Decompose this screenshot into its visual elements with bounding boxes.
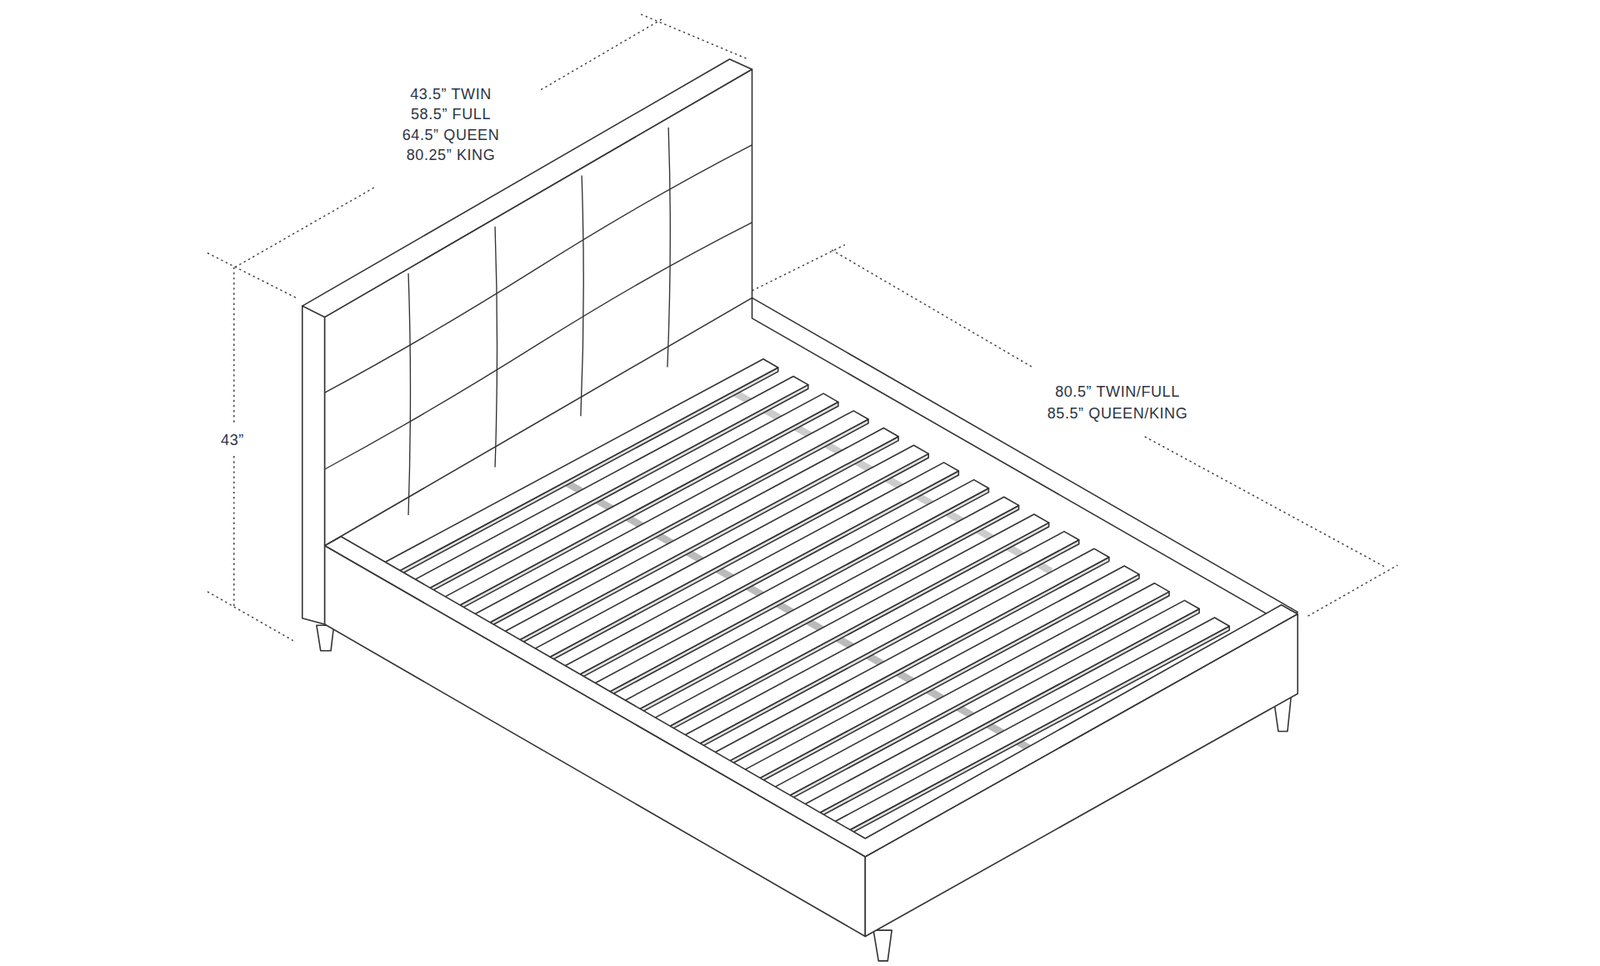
side-rail — [325, 545, 866, 937]
headboard-side — [302, 305, 325, 625]
tuft-seam — [495, 226, 497, 468]
leg — [873, 930, 892, 961]
dimension-line — [831, 250, 1033, 368]
dimension-line — [233, 267, 235, 425]
extension-line — [207, 253, 296, 299]
extension-line — [640, 14, 749, 60]
extension-line — [207, 591, 294, 641]
dimension-label: 43” — [218, 431, 247, 450]
dimension-line — [233, 455, 235, 606]
dimension-label: 43.5” TWIN — [407, 85, 495, 104]
dimension-label: 85.5” QUEEN/KING — [1045, 405, 1191, 423]
tuft-seam — [325, 145, 753, 393]
tuft-seam — [580, 175, 584, 417]
bed-frame — [302, 59, 1298, 961]
dimension-line — [235, 186, 376, 268]
leg — [316, 625, 335, 651]
foot-rail — [865, 614, 1298, 937]
dimension-label: 58.5” FULL — [408, 105, 494, 124]
extension-line — [751, 245, 845, 291]
dimension-line — [540, 18, 664, 90]
dimension-label: 80.5” TWIN/FULL — [1052, 383, 1183, 401]
tufting — [325, 127, 753, 515]
dimension-label: 80.25” KING — [404, 146, 499, 165]
tuft-seam — [667, 127, 670, 368]
tuft-seam — [408, 273, 410, 515]
extension-line — [1307, 565, 1398, 616]
dimension-label: 64.5” QUEEN — [400, 126, 503, 145]
